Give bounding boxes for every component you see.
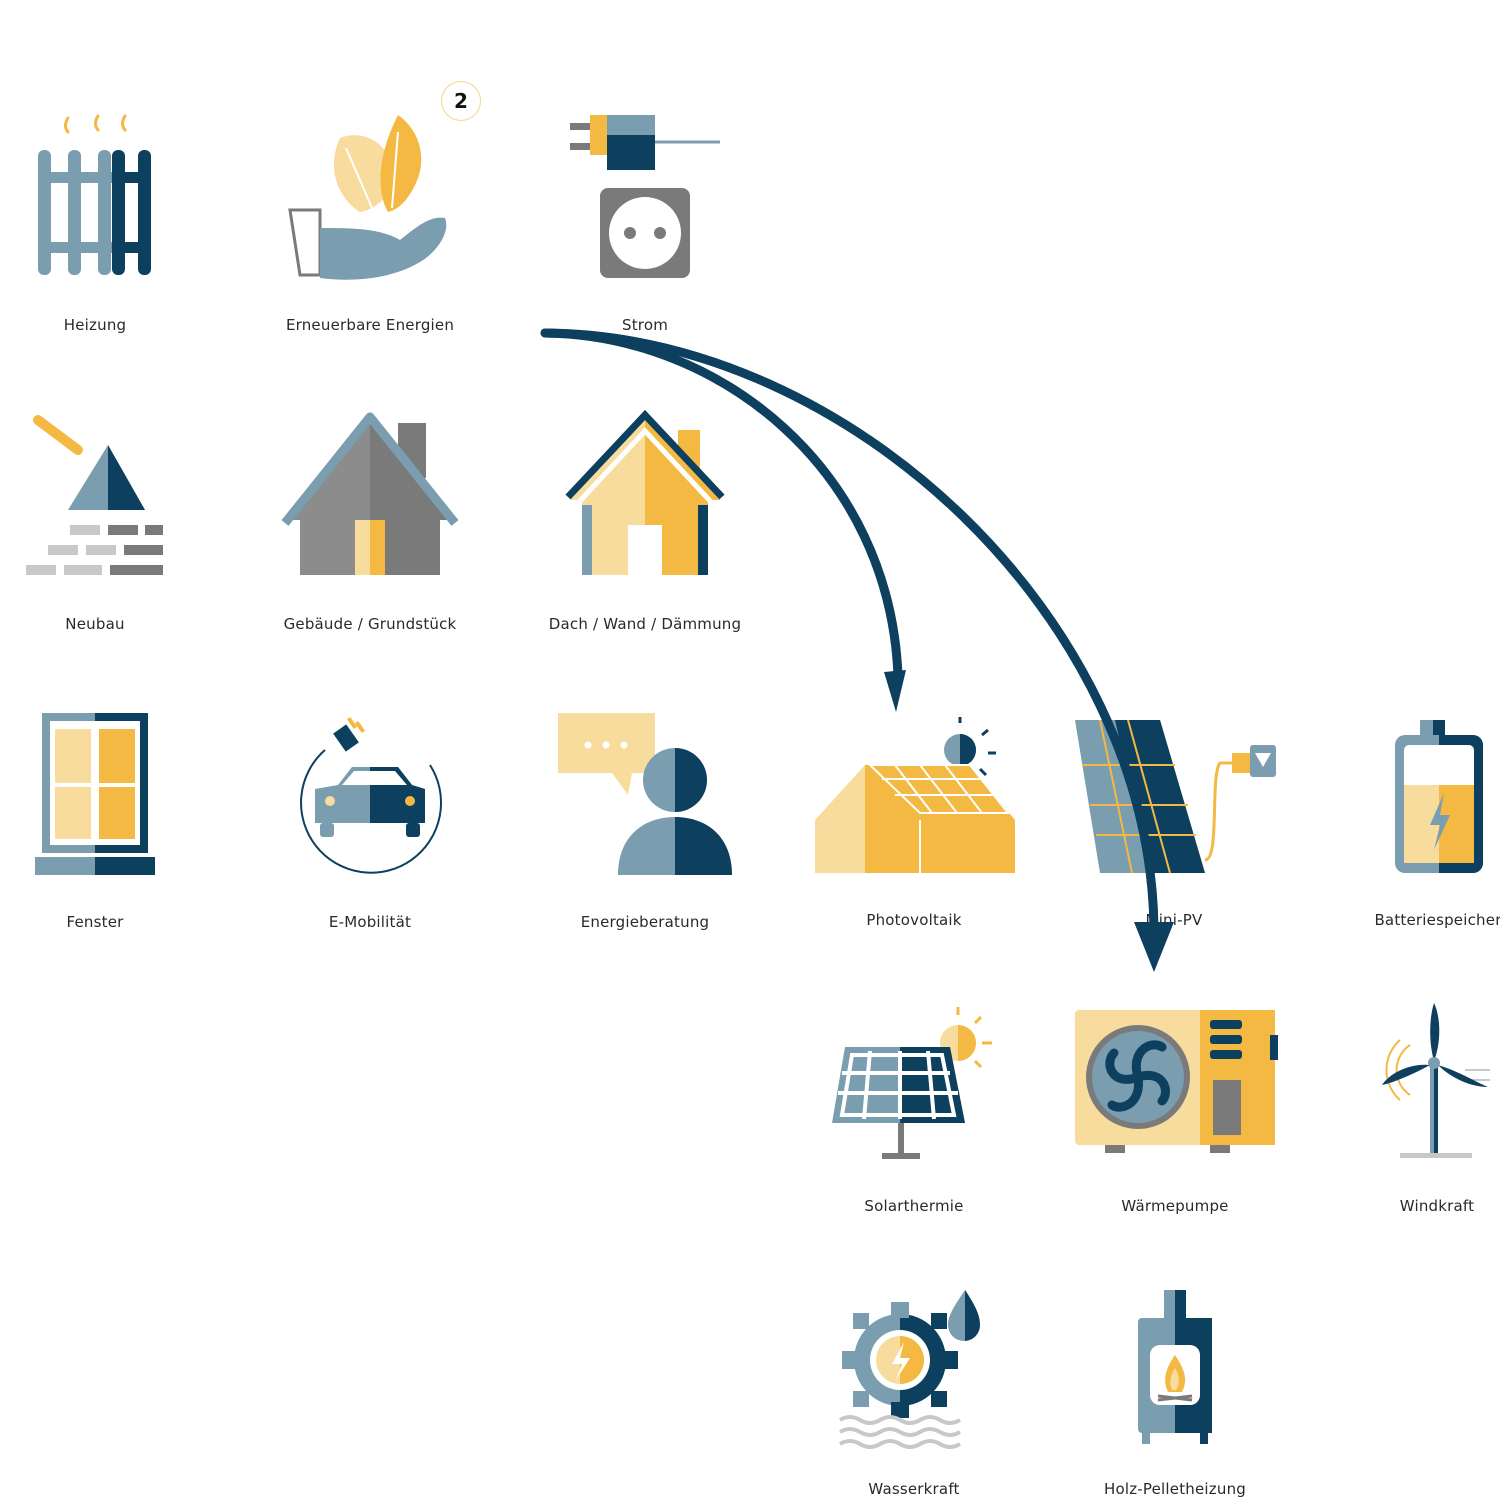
pellet-stove-icon: [1138, 1290, 1212, 1444]
category-e-mobilitaet[interactable]: E-Mobilität: [280, 705, 460, 945]
subcategory-label: Holz-Pelletheizung: [1103, 1480, 1247, 1498]
solar-roof-icon: [815, 717, 1015, 873]
category-heizung[interactable]: Heizung: [20, 100, 170, 340]
subcategory-label: Wärmepumpe: [1121, 1197, 1229, 1215]
category-gebaeude-grundstueck[interactable]: Gebäude / Grundstück: [280, 405, 460, 645]
category-label: E-Mobilität: [328, 913, 412, 931]
category-label: Heizung: [63, 316, 127, 334]
category-neubau[interactable]: Neubau: [20, 405, 170, 645]
category-label: Erneuerbare Energien: [285, 316, 455, 334]
trowel-bricks-icon: [26, 415, 163, 575]
subcategory-photovoltaik[interactable]: Photovoltaik: [810, 705, 1020, 945]
subcategory-solarthermie[interactable]: Solarthermie: [820, 995, 1010, 1225]
hydro-gear-icon: [838, 1290, 980, 1449]
subcategory-label: Batteriespeicher: [1374, 911, 1500, 929]
category-label: Strom: [621, 316, 669, 334]
category-label: Gebäude / Grundstück: [283, 615, 457, 633]
subcategory-waermepumpe[interactable]: Wärmepumpe: [1070, 995, 1280, 1225]
insulated-house-icon: [565, 409, 725, 575]
subcategory-batteriespeicher[interactable]: Batteriespeicher: [1360, 705, 1500, 945]
wind-turbine-icon: [1382, 1003, 1490, 1158]
consultant-icon: [558, 713, 732, 875]
category-dach-wand-daemmung[interactable]: Dach / Wand / Dämmung: [549, 405, 741, 645]
category-fenster[interactable]: Fenster: [20, 705, 170, 945]
category-label: Fenster: [66, 913, 124, 931]
category-label: Neubau: [65, 615, 125, 633]
category-label: Energieberatung: [580, 913, 710, 931]
subcategory-label: Photovoltaik: [866, 911, 962, 929]
battery-icon: [1395, 720, 1483, 873]
notification-badge: 2: [441, 81, 481, 121]
leaves-in-hand-icon: [288, 115, 447, 280]
subcategory-label: Mini-PV: [1145, 911, 1203, 929]
category-energieberatung[interactable]: Energieberatung: [550, 705, 740, 945]
house-icon: [281, 412, 459, 575]
subcategory-label: Wasserkraft: [868, 1480, 960, 1498]
heat-pump-icon: [1075, 1010, 1278, 1153]
subcategory-wasserkraft[interactable]: Wasserkraft: [830, 1280, 1000, 1500]
category-erneuerbare-energien[interactable]: Erneuerbare Energien: [280, 100, 460, 340]
balcony-solar-icon: [1075, 719, 1276, 874]
solar-panel-icon: [832, 1007, 992, 1159]
subcategory-holz-pelletheizung[interactable]: Holz-Pelletheizung: [1090, 1280, 1260, 1500]
subcategory-label: Solarthermie: [864, 1197, 964, 1215]
category-strom[interactable]: Strom: [560, 100, 730, 340]
window-icon: [35, 713, 155, 875]
subcategory-windkraft[interactable]: Windkraft: [1370, 995, 1500, 1225]
electric-car-icon: [300, 716, 443, 874]
subcategory-mini-pv[interactable]: Mini-PV: [1070, 705, 1280, 945]
plug-socket-icon: [570, 115, 720, 278]
subcategory-label: Windkraft: [1399, 1197, 1475, 1215]
radiator-icon: [38, 114, 151, 275]
category-label: Dach / Wand / Dämmung: [548, 615, 742, 633]
